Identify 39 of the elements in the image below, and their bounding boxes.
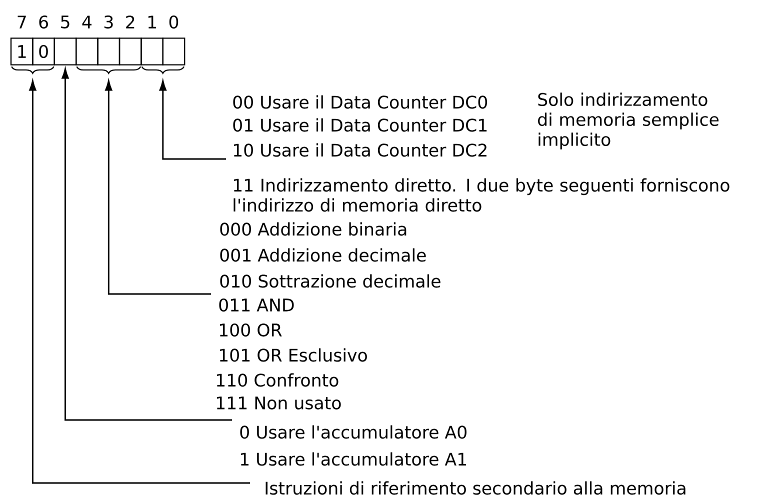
bit-number: 0 [169, 15, 178, 29]
code-description: 100 OR [220, 323, 282, 337]
brace [141, 66, 184, 74]
code-description: 010 Sottrazione decimale [220, 274, 440, 288]
register-cell: 0 [32, 38, 55, 66]
code-description: 001 Addizione decimale [220, 248, 426, 262]
code-description: 10 Usare il Data Counter DC2 [234, 143, 486, 157]
leader-arrow [105, 80, 211, 295]
code-description: 0 Usare l'accumulatore A0 [240, 425, 466, 439]
code-description: Istruzioni di riferimento secondario alla memoria [266, 481, 686, 495]
bit-number: 3 [104, 15, 113, 29]
bit-number: 4 [82, 16, 92, 28]
leader-arrow [29, 80, 250, 484]
code-description: 1 Usare l'accumulatore A1 [240, 452, 466, 466]
bit-number: 5 [61, 16, 70, 28]
register-cell [54, 38, 77, 66]
code-description: 011 AND [219, 298, 294, 312]
bit-number: 1 [148, 16, 156, 28]
note: Solo indirizzamento di memoria semplice implicito [538, 92, 719, 150]
code-description: 000 Addizione binaria [220, 222, 406, 236]
leader-arrow [62, 68, 232, 421]
register-cell [97, 38, 120, 66]
bit-number: 6 [39, 15, 48, 29]
register-cell: 1 [10, 38, 34, 66]
brace [11, 66, 54, 74]
code-description: 00 Usare il Data Counter DC0 [233, 95, 488, 109]
register-cell [162, 38, 186, 66]
leader-arrow [159, 80, 226, 160]
bit-number: 7 [18, 16, 26, 28]
code-description: 111 Non usato [216, 396, 341, 410]
code-description: 110 Confronto [216, 373, 338, 387]
code-description: 01 Usare il Data Counter DC1 [233, 118, 487, 132]
bit-number: 2 [126, 16, 134, 28]
brace [76, 66, 142, 74]
code-description: 11 Indirizzamento diretto. I due byte seguenti forniscono l'indirizzo di memoria diretto [234, 178, 730, 212]
register-cell [76, 38, 98, 66]
register-cell [118, 38, 142, 66]
register-cell [140, 38, 164, 66]
code-description: 101 OR Esclusivo [220, 348, 367, 362]
